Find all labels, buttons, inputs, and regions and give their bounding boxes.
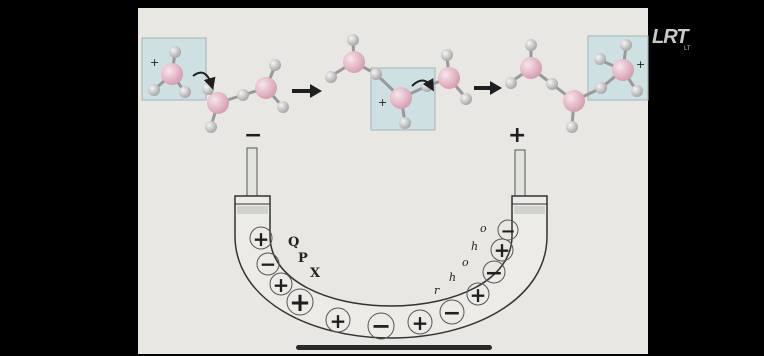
electrode-left-label: −: [244, 123, 262, 148]
reaction-arrow-one-head: [310, 84, 322, 98]
reaction-arrow-two-head: [490, 81, 502, 95]
tube-sign: −: [260, 252, 277, 276]
tube-signs: + − + + + − + − + − + −: [253, 221, 516, 340]
tube-sign: −: [500, 221, 515, 242]
letter-r: r: [434, 284, 440, 297]
letter-h-1: h: [449, 271, 456, 284]
tube-sign: −: [485, 261, 503, 286]
atoms-stage-one: [148, 46, 289, 133]
atoms-stage-two: [325, 34, 472, 129]
atoms-stage-three: [505, 39, 643, 133]
letter-o-1: o: [462, 256, 469, 269]
tube-sign: +: [273, 273, 290, 297]
charge-stage-three: +: [636, 58, 645, 71]
tube-sign: +: [494, 238, 511, 262]
curved-arrow-stage-one: [192, 71, 216, 90]
tube-sign: +: [330, 309, 347, 333]
curved-arrow-stage-two: [411, 78, 434, 92]
letter-x: X: [310, 266, 321, 281]
charge-stage-two: +: [378, 96, 387, 109]
tube-sign: +: [253, 227, 270, 251]
electrode-right-label: +: [508, 123, 526, 148]
video-scrub-bar[interactable]: [296, 345, 492, 350]
drawing-paper: [138, 8, 648, 354]
liquid-surface-right: [514, 206, 545, 214]
right-letters: r h o h o: [434, 222, 487, 297]
ion-circles: [249, 219, 519, 340]
charge-stage-one: +: [150, 56, 159, 69]
tube-sign: +: [412, 311, 429, 335]
tube-sign: −: [371, 312, 391, 340]
tube-sign: −: [443, 301, 461, 326]
tube-sign: +: [289, 288, 311, 318]
lrt-logo-sub: LT: [684, 46, 691, 52]
letter-h-2: h: [471, 240, 478, 253]
left-letters: Q P X: [288, 235, 321, 281]
letter-q: Q: [288, 235, 299, 250]
letter-o-2: o: [480, 222, 487, 235]
liquid-surface-left: [237, 206, 268, 214]
tube-sign: +: [470, 283, 487, 307]
lrt-logo: LRT: [652, 26, 689, 48]
letter-p: P: [298, 251, 308, 266]
